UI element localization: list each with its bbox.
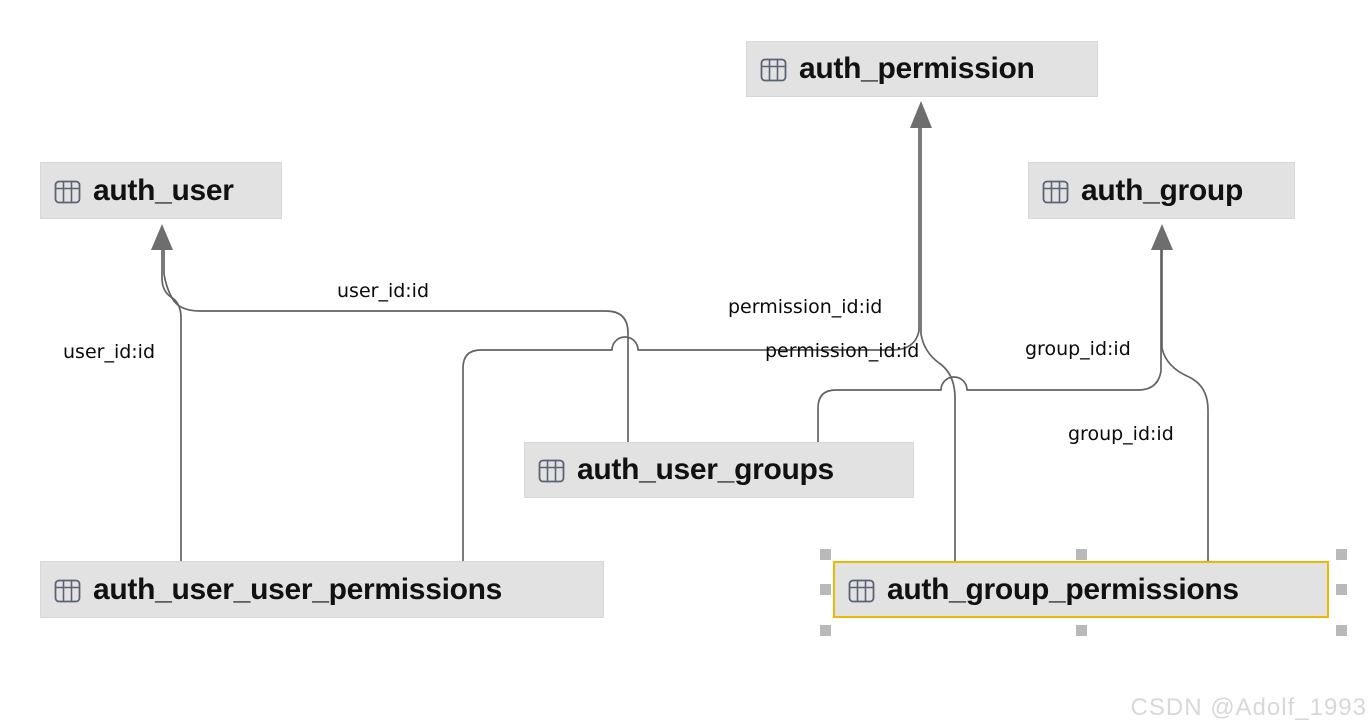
relation-edge-auth_user_groups-to-auth_user[interactable] bbox=[163, 246, 629, 442]
watermark: CSDN @Adolf_1993 bbox=[1130, 694, 1367, 721]
table-node-auth_user_groups[interactable]: auth_user_groups bbox=[524, 442, 914, 498]
table-icon bbox=[1042, 180, 1069, 204]
selection-handle-bottom-left[interactable] bbox=[819, 624, 831, 636]
relation-label: group_id:id bbox=[1068, 423, 1174, 445]
table-icon bbox=[848, 579, 875, 603]
table-icon bbox=[538, 459, 565, 483]
table-name: auth_group_permissions bbox=[887, 572, 1239, 606]
relation-label: permission_id:id bbox=[728, 296, 883, 318]
arrowhead-into-auth_user bbox=[151, 224, 173, 250]
table-name: auth_user bbox=[93, 173, 234, 207]
table-name: auth_user_user_permissions bbox=[93, 572, 503, 606]
table-name: auth_user_groups bbox=[577, 453, 834, 486]
table-node-auth_user[interactable]: auth_user bbox=[40, 162, 282, 219]
table-icon bbox=[54, 180, 81, 204]
table-node-auth_group_permissions[interactable]: auth_group_permissions bbox=[833, 561, 1329, 618]
relation-edge-auth_user_groups-to-auth_group[interactable] bbox=[817, 246, 1162, 442]
arrowhead-into-auth_group bbox=[1151, 224, 1173, 250]
selection-handle-bottom-right[interactable] bbox=[1335, 624, 1347, 636]
table-name: auth_permission bbox=[799, 52, 1035, 85]
table-node-auth_permission[interactable]: auth_permission bbox=[746, 41, 1098, 97]
relation-edge-auth_group_permissions-to-auth_group[interactable] bbox=[1161, 246, 1209, 561]
selection-handle-middle-left[interactable] bbox=[819, 584, 831, 595]
table-icon bbox=[760, 58, 787, 82]
relation-label: group_id:id bbox=[1025, 338, 1131, 360]
relation-edge-auth_group_permissions-to-auth_permission[interactable] bbox=[920, 128, 956, 561]
relation-label: permission_id:id bbox=[765, 340, 920, 362]
selection-handle-top-right[interactable] bbox=[1335, 548, 1347, 560]
relation-label: user_id:id bbox=[63, 341, 156, 363]
selection-handle-middle-right[interactable] bbox=[1335, 584, 1347, 595]
table-icon bbox=[54, 579, 81, 603]
relation-edge-auth_user_user_permissions-to-auth_user[interactable] bbox=[161, 246, 182, 561]
table-node-auth_group[interactable]: auth_group bbox=[1028, 162, 1295, 219]
arrowhead-into-auth_permission bbox=[910, 101, 932, 128]
relation-edge-auth_user_user_permissions-to-auth_permission[interactable] bbox=[462, 128, 920, 561]
relation-label: user_id:id bbox=[337, 280, 430, 302]
table-name: auth_group bbox=[1081, 173, 1243, 207]
table-node-auth_user_user_permissions[interactable]: auth_user_user_permissions bbox=[40, 561, 604, 618]
selection-handle-top-left[interactable] bbox=[819, 548, 831, 560]
selection-handle-bottom-center[interactable] bbox=[1075, 624, 1087, 636]
selection-handle-top-center[interactable] bbox=[1075, 548, 1087, 560]
